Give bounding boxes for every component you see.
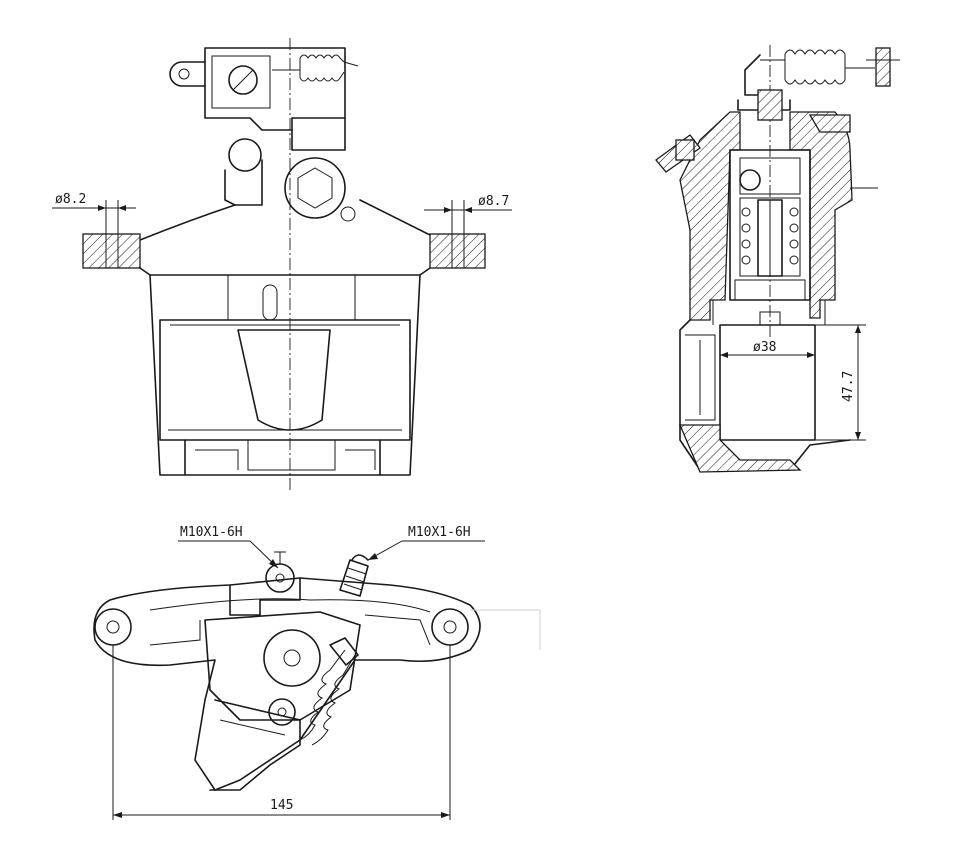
thread-right-label: M10X1-6H	[408, 525, 471, 540]
bleed-nipple	[339, 554, 369, 597]
spring-top-view	[299, 637, 359, 746]
dim-bore-left: ø8.2	[52, 192, 136, 234]
dim-piston-diameter: ø38	[720, 340, 815, 358]
dim-mount-spacing: 145	[112, 645, 451, 820]
dim-bore-right: ø8.7	[424, 194, 512, 234]
front-view: ø8.2 ø8.7	[52, 38, 512, 490]
internal-spring	[739, 197, 801, 277]
callout-thread-left: M10X1-6H	[178, 525, 279, 569]
spring-top-front	[272, 54, 359, 82]
thread-left-label: M10X1-6H	[180, 525, 243, 540]
section-view: ø38 47.7	[655, 45, 900, 473]
callout-thread-right: M10X1-6H	[367, 525, 485, 561]
top-view: 145 M10X1-6H M10X1-6H	[93, 525, 541, 820]
piston-height-label: 47.7	[841, 371, 856, 402]
mount-spacing-label: 145	[270, 798, 293, 813]
spring-top-section	[760, 47, 900, 87]
dim-piston-height: 47.7	[815, 324, 866, 441]
bore-left-label: ø8.2	[55, 192, 86, 207]
piston-diameter-label: ø38	[753, 340, 776, 355]
bore-right-label: ø8.7	[478, 194, 509, 209]
